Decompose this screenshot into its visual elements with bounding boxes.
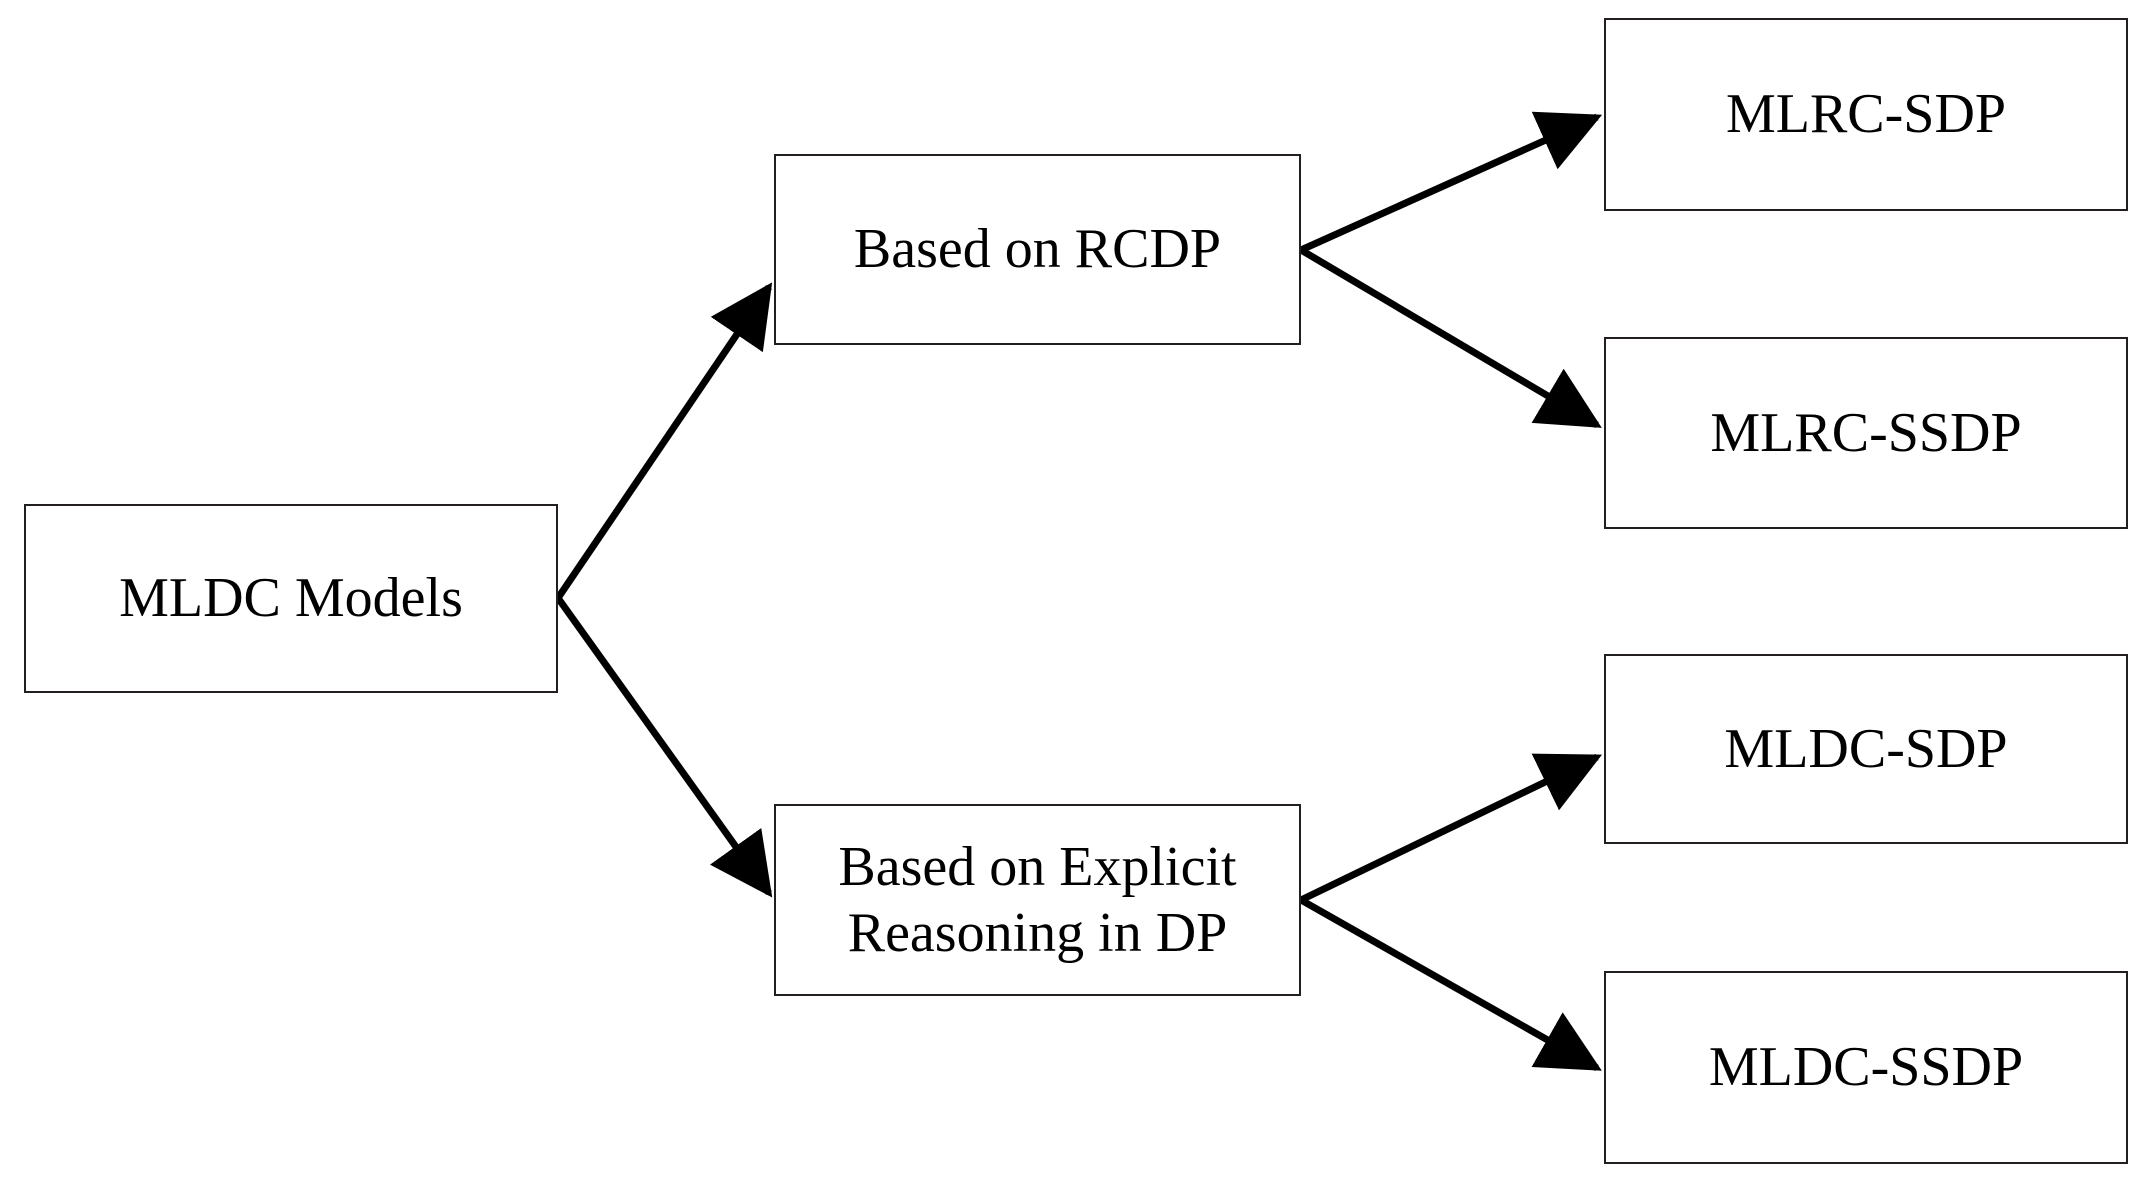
- node-label: MLDC-SSDP: [1708, 1036, 2024, 1099]
- edge-explicit-to-mldc-ssdp: [1299, 896, 1602, 1072]
- edge-root-to-rcdp: [555, 282, 773, 600]
- node-mldc-models[interactable]: MLDC Models: [24, 504, 558, 693]
- edge-rcdp-to-mlrc-ssdp: [1299, 246, 1602, 429]
- node-label: Based on RCDP: [853, 218, 1222, 281]
- node-mldc-sdp[interactable]: MLDC-SDP: [1604, 654, 2128, 844]
- edge-root-to-explicit: [555, 595, 773, 898]
- node-mlrc-ssdp[interactable]: MLRC-SSDP: [1604, 337, 2128, 529]
- node-label: MLRC-SDP: [1725, 83, 2007, 146]
- node-based-on-rcdp[interactable]: Based on RCDP: [774, 154, 1301, 345]
- node-based-on-explicit-reasoning-in-dp[interactable]: Based on Explicit Reasoning in DP: [774, 804, 1301, 996]
- node-mlrc-sdp[interactable]: MLRC-SDP: [1604, 18, 2128, 211]
- node-mldc-ssdp[interactable]: MLDC-SSDP: [1604, 971, 2128, 1164]
- edge-explicit-to-mldc-sdp: [1299, 753, 1603, 904]
- node-label: MLDC Models: [119, 567, 463, 630]
- node-label: MLRC-SSDP: [1710, 401, 2022, 464]
- edge-rcdp-to-mlrc-sdp: [1299, 111, 1603, 254]
- node-label: Based on Explicit Reasoning in DP: [838, 835, 1237, 964]
- node-label: MLDC-SDP: [1724, 717, 2008, 780]
